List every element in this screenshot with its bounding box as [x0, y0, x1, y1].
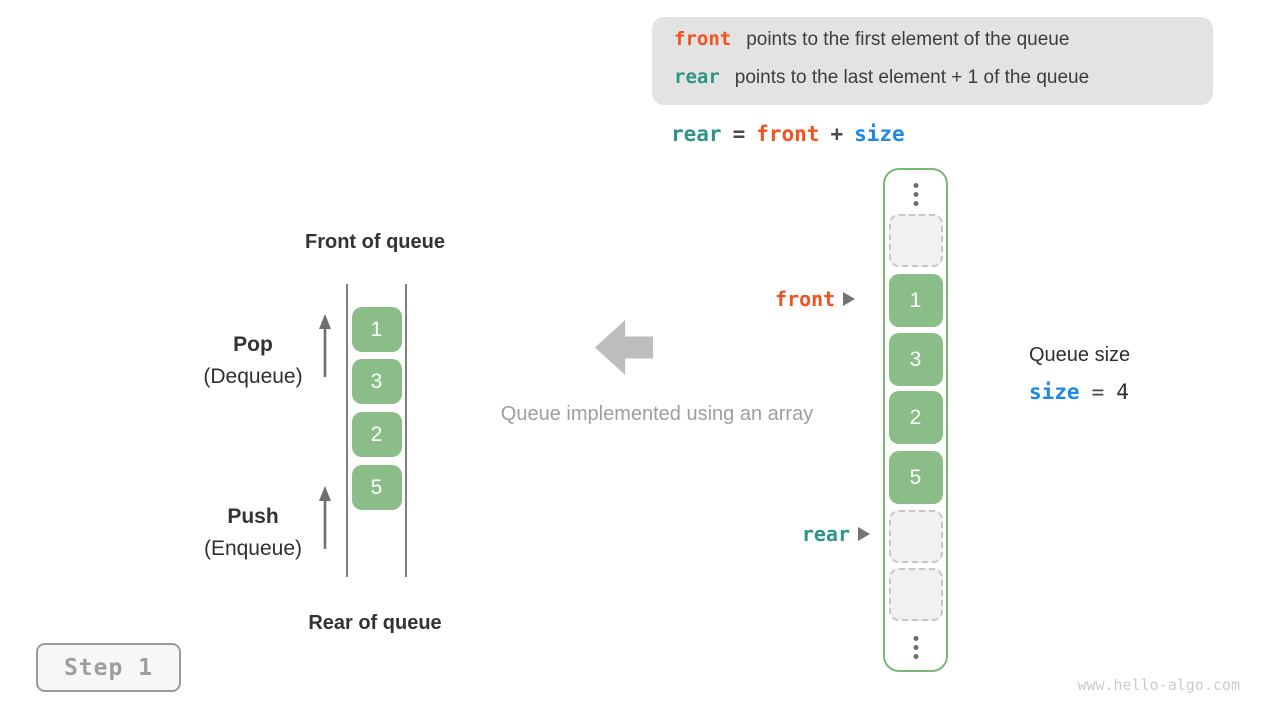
rear-formula: rear = front + size	[671, 122, 905, 146]
formula-front: front	[756, 122, 820, 146]
enqueue-label: (Enqueue)	[203, 537, 303, 560]
queue-channel: 1 3 2 5	[346, 284, 407, 577]
figure-caption: Queue implemented using an array	[500, 403, 814, 425]
array-cell-empty	[888, 568, 943, 621]
rear-of-queue-label: Rear of queue	[308, 612, 442, 634]
size-equation: size = 4	[1029, 380, 1129, 404]
front-keyword: front	[674, 28, 732, 50]
front-pointer: front	[775, 287, 856, 311]
formula-size: size	[854, 122, 905, 146]
array-cell: 1	[888, 274, 943, 327]
array-cell-empty	[888, 510, 943, 563]
rear-pointer-label: rear	[801, 522, 850, 546]
queue-cell: 2	[351, 412, 402, 457]
pop-label-group: Pop (Dequeue)	[168, 333, 338, 389]
pop-up-arrow-icon	[319, 314, 331, 377]
array-container: 1 3 2 5	[883, 168, 948, 672]
queue-cell: 1	[351, 307, 402, 352]
formula-rear: rear	[671, 122, 722, 146]
rear-definition-text: points to the last element + 1 of the qu…	[734, 67, 1090, 88]
rear-keyword: rear	[674, 66, 720, 88]
rear-pointer: rear	[775, 522, 870, 546]
watermark: www.hello-algo.com	[1077, 676, 1240, 694]
push-label-group: Push (Enqueue)	[168, 505, 338, 561]
right-arrow-icon	[858, 527, 870, 541]
array-cell: 2	[888, 391, 943, 444]
step-badge: Step 1	[36, 643, 181, 692]
array-cell: 3	[888, 333, 943, 386]
push-label: Push	[227, 505, 279, 528]
front-of-queue-label: Front of queue	[305, 231, 445, 253]
size-variable: size	[1029, 380, 1080, 404]
ellipsis-top-icon	[913, 183, 918, 206]
push-up-arrow-icon	[319, 486, 331, 549]
size-equals: =	[1091, 380, 1105, 404]
left-block-arrow-icon	[595, 320, 653, 375]
ellipsis-bottom-icon	[913, 636, 918, 659]
formula-equals: =	[732, 122, 746, 146]
size-value: 4	[1116, 380, 1129, 404]
front-pointer-label: front	[775, 287, 836, 311]
dequeue-label: (Dequeue)	[203, 365, 303, 388]
front-definition-text: points to the first element of the queue	[746, 29, 1070, 50]
pop-label: Pop	[233, 333, 273, 356]
array-cell-empty	[888, 214, 943, 267]
queue-size-label: Queue size	[1029, 344, 1131, 366]
array-cell: 5	[888, 451, 943, 504]
pointer-definitions-box: front points to the first element of the…	[652, 17, 1213, 105]
rear-definition-line: rear points to the last element + 1 of t…	[674, 66, 1213, 101]
queue-cell: 3	[351, 359, 402, 404]
front-definition-line: front points to the first element of the…	[674, 28, 1213, 63]
queue-cell: 5	[351, 465, 402, 510]
right-arrow-icon	[843, 292, 856, 306]
formula-plus: +	[830, 122, 844, 146]
